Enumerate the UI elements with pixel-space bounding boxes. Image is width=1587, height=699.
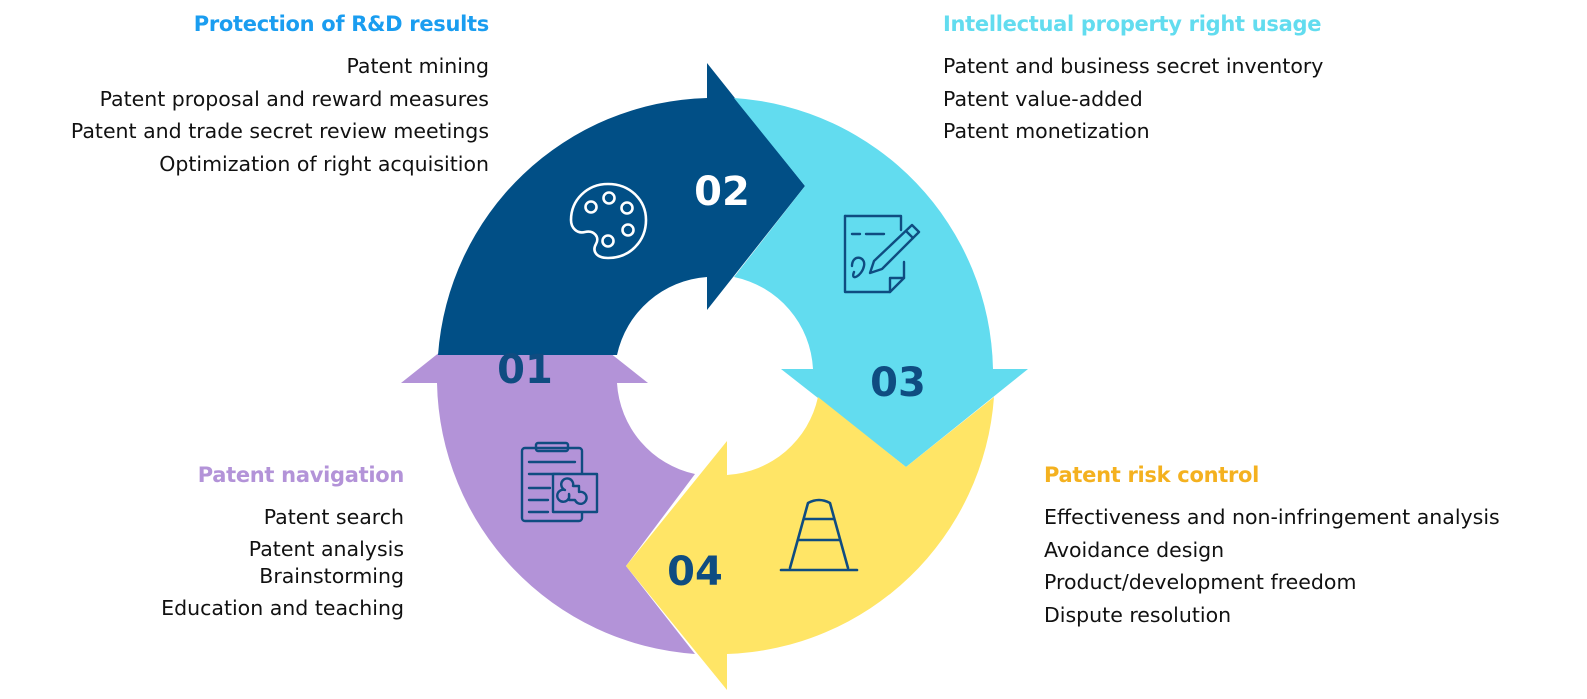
list-item: Patent monetization [943, 119, 1150, 143]
traffic-cone-icon [779, 498, 859, 572]
document-pencil-icon [843, 214, 921, 294]
list-item: Patent and business secret inventory [943, 54, 1324, 78]
list-item: Patent analysis [248, 536, 404, 561]
panel-title: Patent risk control [1044, 463, 1260, 487]
step-01-segment [401, 285, 695, 654]
list-item: Effectiveness and non-infringement analy… [1044, 505, 1500, 529]
step-04-segment [626, 397, 994, 690]
step-02-number: 02 [694, 169, 750, 215]
list-item: Brainstorming [259, 563, 404, 588]
panel-item-list: Patent mining Patent proposal and reward… [71, 50, 489, 180]
panel-patent-navigation: Patent navigation Patent search Patent a… [161, 463, 404, 624]
step-03-number: 03 [870, 360, 926, 406]
step-01-number: 01 [497, 347, 553, 393]
panel-protection-rd: Protection of R&D results Patent mining … [71, 12, 489, 180]
panel-item-list: Patent search Patent analysis Brainstorm… [161, 501, 404, 624]
list-item: Patent mining [346, 54, 489, 78]
palette-icon [569, 182, 648, 260]
panel-title: Patent navigation [197, 463, 405, 487]
list-item: Optimization of right acquisition [159, 151, 489, 176]
list-item: Product/development freedom [1044, 570, 1357, 594]
panel-item-list: Patent and business secret inventory Pat… [943, 50, 1323, 148]
list-item: Education and teaching [161, 595, 404, 620]
panel-ip-usage: Intellectual property right usage Patent… [943, 12, 1323, 148]
list-item: Patent and trade secret review meetings [70, 119, 489, 143]
clipboard-puzzle-icon [520, 441, 599, 523]
step-03-segment [734, 98, 1028, 467]
panel-title: Intellectual property right usage [943, 12, 1322, 36]
list-item: Patent proposal and reward measures [99, 86, 489, 111]
list-item: Patent search [263, 505, 404, 529]
list-item: Patent value-added [943, 86, 1143, 111]
list-item: Dispute resolution [1044, 602, 1232, 627]
list-item: Avoidance design [1044, 537, 1225, 562]
panel-risk-control: Patent risk control Effectiveness and no… [1044, 463, 1500, 631]
panel-item-list: Effectiveness and non-infringement analy… [1044, 501, 1500, 631]
step-04-number: 04 [667, 549, 723, 595]
panel-title: Protection of R&D results [193, 12, 490, 36]
